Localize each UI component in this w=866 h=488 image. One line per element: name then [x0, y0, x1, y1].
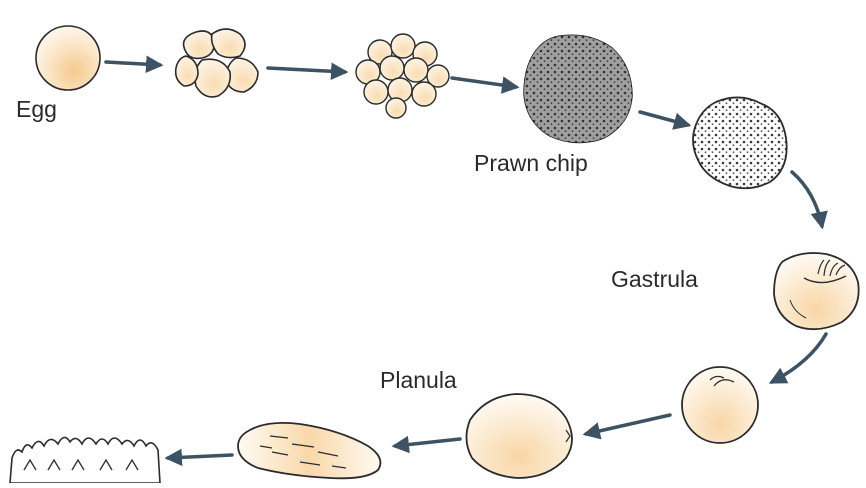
arrow-egg-to-4cell [106, 62, 160, 65]
egg-label: Egg [16, 96, 57, 123]
arrow-elongated-to-polyp [168, 455, 232, 458]
gastrula-stage [774, 253, 859, 329]
prawn-chip-stage [524, 35, 632, 142]
planula-stage [466, 394, 572, 478]
prawn-chip-label: Prawn chip [474, 150, 588, 177]
gastrula-label: Gastrula [611, 266, 698, 293]
arrow-morula-to-blastula [452, 78, 516, 87]
arrow-blastula-to-gastrula [792, 172, 822, 226]
morula-stage [356, 34, 449, 118]
arrow-gastrula-to-round [772, 334, 826, 382]
blastula-stage [693, 97, 787, 188]
arrow-4cell-to-morula [268, 68, 345, 72]
egg-cell [36, 26, 100, 90]
cleavage-stage [176, 29, 258, 97]
arrow-round-to-planula [586, 415, 670, 434]
arrow-prawnchip-to-blastula [640, 112, 688, 125]
polyp-stage [10, 437, 160, 483]
elongated-planula-stage [238, 423, 380, 478]
arrow-planula-to-elongated [395, 439, 460, 446]
planula-label: Planula [380, 367, 457, 394]
early-larva-stage [682, 367, 758, 443]
